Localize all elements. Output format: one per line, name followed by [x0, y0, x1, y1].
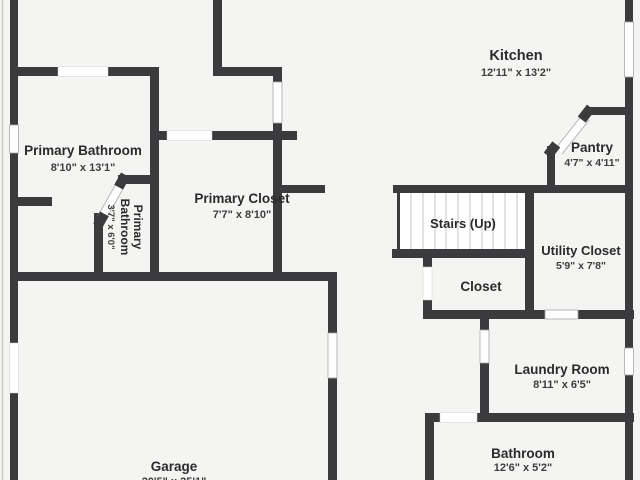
wall-segment [393, 185, 633, 193]
wall-segment [213, 67, 282, 76]
wall-segment [10, 197, 52, 206]
wall-segment [150, 67, 159, 281]
room-name: Garage [151, 459, 198, 474]
room-dims: 12'11" x 13'2" [481, 67, 551, 79]
room-label-primary-bathroom-small: Primary Bathroom 3'7" x 6'0" [105, 199, 145, 256]
room-label-laundry-room: Laundry Room 8'11" x 6'5" [514, 362, 609, 391]
window [327, 332, 338, 379]
walls [10, 0, 634, 480]
wall-segment [477, 413, 634, 422]
door-gap [9, 342, 19, 394]
wall-segment [94, 213, 103, 281]
wall-segment [625, 0, 633, 22]
wall-segment [10, 393, 18, 480]
wall-segment [423, 310, 545, 319]
room-label-bathroom: Bathroom 12'6" x 5'2" [491, 446, 555, 474]
wall-segment [328, 281, 337, 333]
room-label-primary-closet: Primary Closet 7'7" x 8'10" [194, 191, 290, 221]
door-jamb [577, 104, 595, 123]
room-dims: 12'6" x 5'2" [494, 462, 552, 474]
room-label-garage: Garage 20'5" x 25'1" [142, 459, 207, 480]
wall-segment [425, 413, 440, 422]
door-jamb [114, 172, 130, 190]
room-name: Laundry Room [514, 362, 609, 377]
wall-segment [328, 378, 337, 480]
wall-segment [547, 146, 555, 193]
wall-segment [212, 131, 297, 140]
room-label-primary-bathroom: Primary Bathroom 8'10" x 13'1" [24, 143, 142, 174]
room-dims: 4'7" x 4'11" [564, 157, 619, 169]
wall-segment [108, 67, 159, 76]
room-name: Closet [460, 279, 502, 294]
wall-segment [425, 422, 434, 480]
wall-segment [273, 123, 282, 281]
diagonal-door-pantry [543, 104, 595, 159]
room-name: Bathroom [491, 446, 555, 461]
window [272, 81, 283, 124]
room-label-utility-closet: Utility Closet 5'9" x 7'8" [541, 243, 621, 272]
room-labels: Kitchen 12'11" x 13'2" Primary Bathroom … [24, 48, 621, 480]
wall-segment [10, 272, 337, 281]
diagonal-door-primary-bathroom [93, 172, 130, 229]
wall-segment [10, 153, 18, 343]
window [544, 309, 579, 320]
room-dims: 20'5" x 25'1" [142, 476, 207, 480]
window [624, 347, 634, 376]
wall-segment [625, 77, 633, 348]
room-name: Primary Bathroom [24, 143, 142, 158]
stair-treads [410, 193, 518, 249]
door-openings [9, 66, 478, 423]
wall-segment [282, 185, 325, 193]
room-dims: 8'10" x 13'1" [51, 162, 116, 174]
wall-segment [423, 258, 432, 267]
room-name: Kitchen [489, 48, 542, 64]
wall-segment [213, 0, 222, 76]
window [624, 21, 634, 78]
window [9, 124, 19, 154]
door-gap [439, 412, 478, 423]
room-dims: 8'11" x 6'5" [533, 379, 591, 391]
wall-segment [273, 76, 282, 84]
wall-segment [590, 107, 633, 115]
wall-segment [423, 300, 432, 319]
door-gap [422, 266, 433, 301]
door-jamb [543, 141, 561, 159]
room-label-kitchen: Kitchen 12'11" x 13'2" [481, 48, 551, 79]
wall-segment [150, 131, 167, 140]
door-gap [166, 130, 213, 141]
wall-segment [480, 363, 489, 413]
wall-segment [397, 193, 400, 251]
stairs-area [400, 193, 525, 249]
room-dims: 5'9" x 7'8" [556, 260, 606, 272]
room-name: Utility Closet [541, 243, 621, 258]
wall-segment [625, 375, 633, 480]
windows [9, 21, 634, 379]
door-jamb [93, 211, 109, 229]
room-dims: 7'7" x 8'10" [213, 209, 271, 221]
stairs-floor [400, 193, 525, 249]
room-name-line1: Primary [131, 205, 145, 250]
room-dims: 3'7" x 6'0" [105, 204, 116, 249]
room-label-stairs: Stairs (Up) [430, 216, 496, 231]
wall-segment [480, 319, 489, 330]
wall-segment [578, 310, 634, 319]
wall-segment [392, 249, 534, 258]
window [479, 329, 490, 364]
room-label-pantry: Pantry 4'7" x 4'11" [564, 140, 619, 169]
wall-segment [10, 0, 18, 125]
room-name: Primary Closet [194, 191, 290, 206]
room-name: Pantry [571, 140, 614, 155]
room-name: Stairs (Up) [430, 216, 496, 231]
room-name-line2: Bathroom [118, 199, 132, 256]
door-gap [57, 66, 109, 77]
room-label-closet: Closet [460, 279, 502, 294]
wall-segment [118, 175, 157, 184]
wall-segment [10, 67, 58, 76]
